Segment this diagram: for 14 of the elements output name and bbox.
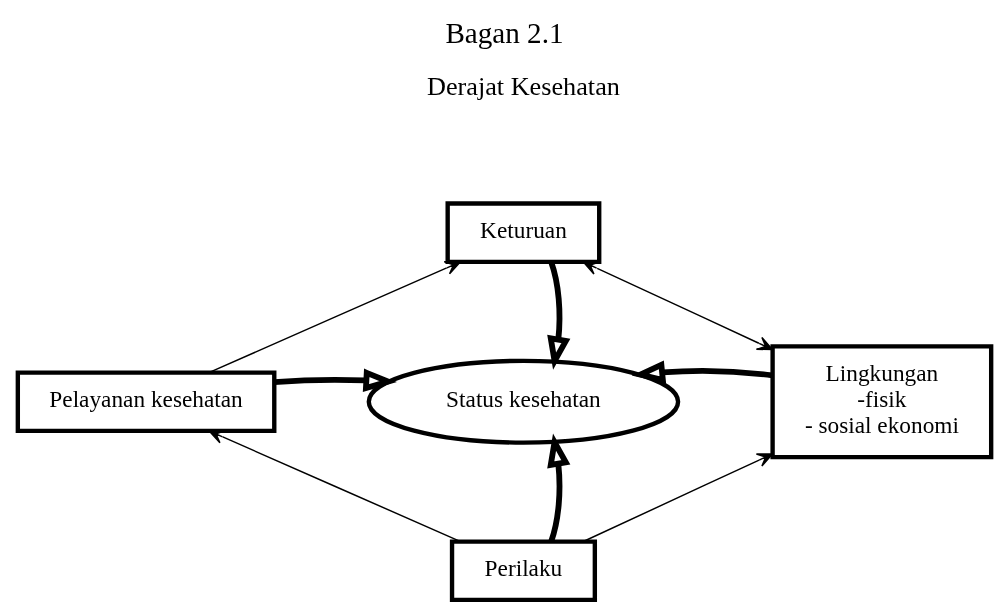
arrow [582,261,773,351]
diagram-title: Bagan 2.1 [444,17,564,50]
arrow [208,261,461,374]
arrow [273,368,397,393]
node-box: Perilaku [449,539,597,603]
arrow [631,360,773,384]
arrow [208,430,461,543]
arrow [582,453,773,543]
node-box: Pelayanan kesehatan [15,370,276,434]
arrow [546,433,570,543]
label: Derajat Kesehatan [426,71,620,101]
arrow [546,261,570,370]
node-box: Keturuan [445,201,601,264]
node-box: Lingkungan -fisik - sosial ekonomi [769,344,993,460]
